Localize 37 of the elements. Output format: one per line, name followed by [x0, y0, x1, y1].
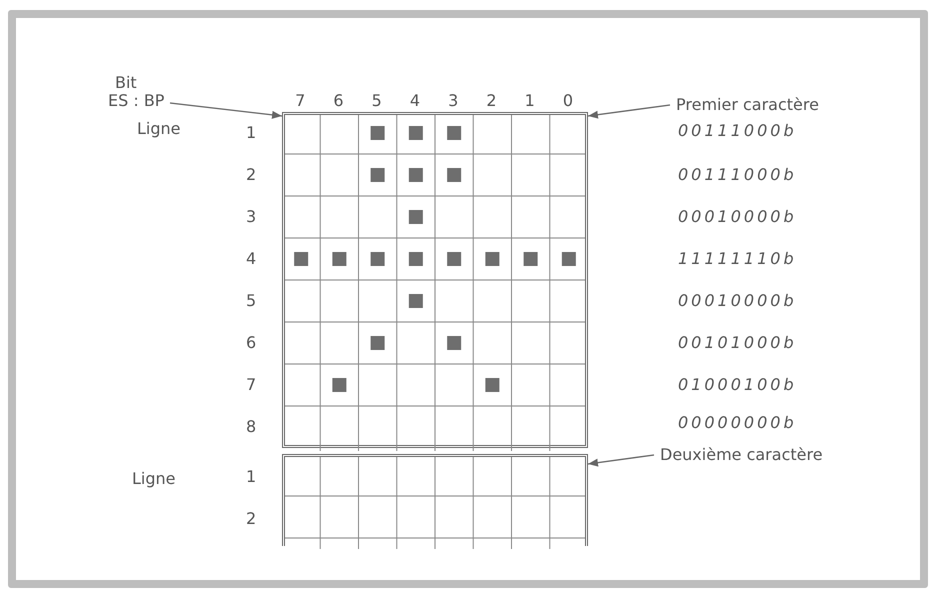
character-grid	[282, 454, 588, 546]
row-number: 1	[246, 124, 256, 142]
row-number: 7	[246, 376, 256, 394]
axis-label: Ligne	[132, 470, 176, 488]
row-number: 6	[246, 334, 256, 352]
arrow	[588, 104, 670, 119]
binary-value: 00000000b	[678, 414, 797, 432]
row-number: 5	[246, 292, 256, 310]
binary-value: 00010000b	[678, 292, 797, 310]
column-number: 7	[295, 92, 306, 110]
row-number: 8	[246, 418, 256, 436]
axis-label: Bit	[115, 74, 137, 92]
binary-value: 00111000b	[678, 166, 797, 184]
column-number: 1	[524, 92, 535, 110]
column-number: 6	[333, 92, 344, 110]
caption-text: Premier caractère	[676, 96, 819, 114]
row-number: 2	[246, 166, 256, 184]
column-number: 2	[486, 92, 497, 110]
arrow	[588, 454, 654, 467]
caption-text: ES : BP	[108, 92, 164, 110]
binary-value: 01000100b	[678, 376, 797, 394]
row-number: 1	[246, 468, 256, 486]
column-number: 4	[410, 92, 420, 110]
row-number: 2	[246, 510, 256, 528]
row-number: 3	[246, 208, 256, 226]
column-number: 3	[448, 92, 458, 110]
row-number: 4	[246, 250, 256, 268]
column-number: 5	[372, 92, 382, 110]
character-grid	[282, 112, 588, 448]
caption-text: Deuxième caractère	[660, 446, 823, 464]
binary-value: 11111110b	[678, 250, 797, 268]
axis-label: Ligne	[137, 120, 180, 138]
binary-value: 00010000b	[678, 208, 797, 226]
binary-value: 00101000b	[678, 334, 797, 352]
arrow	[170, 102, 282, 119]
column-number: 0	[562, 92, 574, 110]
binary-value: 00111000b	[678, 122, 797, 140]
